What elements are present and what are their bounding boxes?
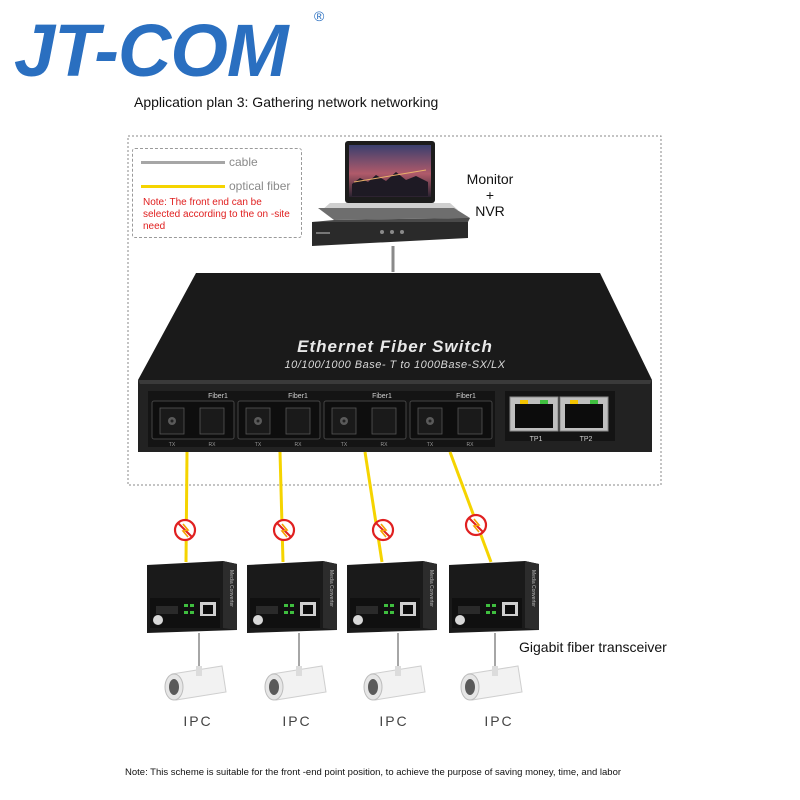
fiber-port-1-rx: RX xyxy=(209,442,217,448)
switch-area-frame xyxy=(127,135,662,486)
ipc-label-4: IPC xyxy=(484,713,514,729)
monitor-label-line2: + xyxy=(485,187,495,203)
rj45-port-2-label: TP2 xyxy=(580,436,593,443)
fiber-port-1-tx: TX xyxy=(169,442,176,448)
fiber-line-3 xyxy=(363,451,384,563)
fiber-break-icon-1 xyxy=(173,518,197,542)
fiber-port-2-rx: RX xyxy=(295,442,303,448)
legend-box: cable optical fiber Note: The front end … xyxy=(132,148,302,238)
plan-title: Application plan 3: Gathering network ne… xyxy=(134,94,439,110)
legend-fiber-label: optical fiber xyxy=(229,179,291,193)
transceiver-4-side-text: Media Converter xyxy=(530,570,536,607)
monitor-icon xyxy=(322,141,458,210)
fiber-port-3-rx: RX xyxy=(381,442,389,448)
fiber-port-3-tx: TX xyxy=(341,442,348,448)
brand-logo: JT-COM xyxy=(14,9,289,92)
footer-note: Note: This scheme is suitable for the fr… xyxy=(125,767,622,778)
fiber-port-4 xyxy=(409,400,493,440)
ipc-camera-icon-2 xyxy=(264,665,327,701)
legend-cable-label: cable xyxy=(229,155,258,169)
transceiver-3 xyxy=(347,561,437,633)
ipc-label-1: IPC xyxy=(183,713,213,729)
monitor-label-line3: NVR xyxy=(475,203,505,219)
legend-note: Note: The front end can be selected acco… xyxy=(143,197,290,232)
transceiver-2 xyxy=(247,561,337,633)
ipc-camera-icon-3 xyxy=(363,665,426,701)
fiber-port-2-label: Fiber1 xyxy=(288,393,308,400)
registered-mark: ® xyxy=(314,8,325,24)
fiber-port-2 xyxy=(237,400,321,440)
transceiver-1-side-text: Media Converter xyxy=(228,570,234,607)
fiber-break-icon-3 xyxy=(371,518,395,542)
nvr-icon xyxy=(312,208,470,246)
fiber-port-4-rx: RX xyxy=(467,442,475,448)
ipc-camera-icon-1 xyxy=(164,665,227,701)
transceiver-3-side-text: Media Converter xyxy=(428,570,434,607)
switch-title: Ethernet Fiber Switch xyxy=(297,337,493,356)
ipc-label-2: IPC xyxy=(282,713,312,729)
transceiver-1 xyxy=(147,561,237,633)
transceiver-label: Gigabit fiber transceiver xyxy=(519,639,667,655)
monitor-label-line1: Monitor xyxy=(466,171,514,187)
monitor-nvr-label: Monitor + NVR xyxy=(460,171,520,219)
legend-cable-swatch xyxy=(141,161,225,164)
transceiver-2-side-text: Media Converter xyxy=(328,570,334,607)
ipc-camera-icon-4 xyxy=(460,665,523,701)
fiber-line-4 xyxy=(448,451,493,563)
camera-cables xyxy=(198,633,496,680)
fiber-port-4-label: Fiber1 xyxy=(456,393,476,400)
legend-fiber-swatch xyxy=(141,185,225,188)
switch-subtitle: 10/100/1000 Base- T to 1000Base-SX/LX xyxy=(285,359,506,371)
fiber-port-1 xyxy=(151,400,235,440)
rj45-port-2 xyxy=(559,396,609,432)
fiber-port-2-tx: TX xyxy=(255,442,262,448)
fiber-lines xyxy=(184,451,493,563)
ipc-label-3: IPC xyxy=(379,713,409,729)
rj45-port-1 xyxy=(509,396,559,432)
fiber-break-icon-2 xyxy=(272,518,296,542)
fiber-port-3 xyxy=(323,400,407,440)
fiber-line-2 xyxy=(278,451,285,563)
fiber-line-1 xyxy=(184,451,189,563)
transceiver-4 xyxy=(449,561,539,633)
rj45-port-1-label: TP1 xyxy=(530,436,543,443)
fiber-break-icon-4 xyxy=(464,513,488,537)
fiber-port-4-tx: TX xyxy=(427,442,434,448)
fiber-port-3-label: Fiber1 xyxy=(372,393,392,400)
fiber-port-1-label: Fiber1 xyxy=(208,393,228,400)
